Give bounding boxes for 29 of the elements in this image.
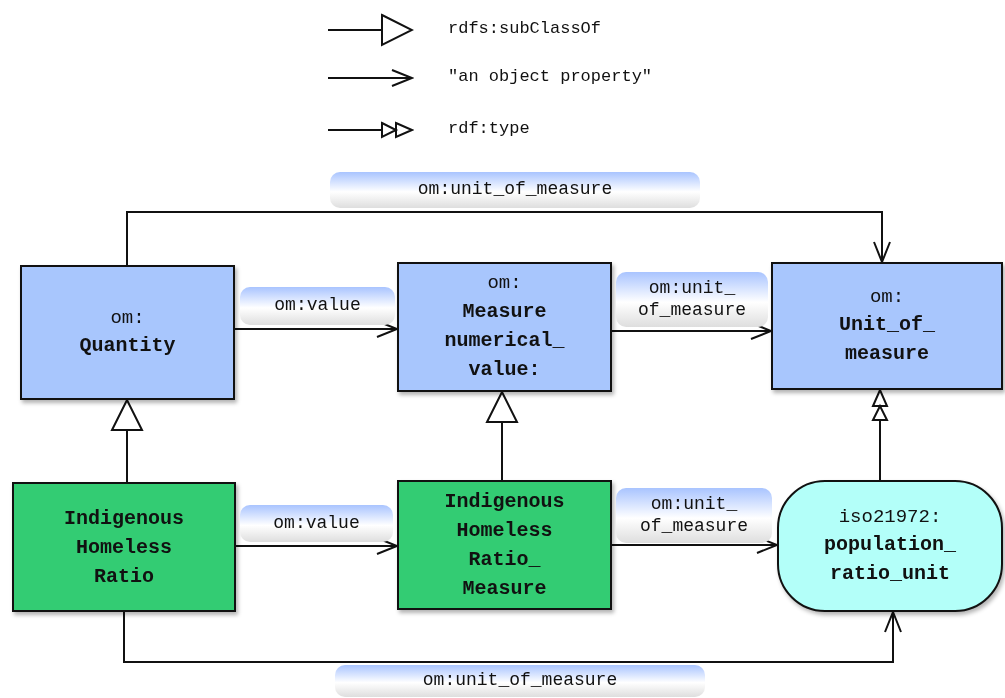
arrow [126, 211, 891, 266]
namespace-prefix: iso21972: [838, 504, 942, 530]
namespace-prefix: om: [110, 305, 145, 331]
class-box [12, 482, 236, 612]
class-box [20, 265, 235, 400]
edge-label: om:value [240, 287, 395, 325]
class-name: Measure numerical_ value: [443, 298, 566, 383]
legend-text: rdfs:subClassOf [448, 19, 602, 38]
legend-text: rdf:type [448, 119, 530, 138]
class-name: Indigenous Homeless Ratio_ Measure [443, 489, 566, 602]
namespace-prefix: om: [869, 284, 905, 310]
arrow [111, 399, 143, 483]
unit-rounded-box [777, 480, 1003, 612]
legend-text: "an object property" [448, 67, 653, 86]
edge-label: om:unit_of_measure [330, 172, 700, 208]
class-box [397, 262, 612, 392]
class-name: Quantity [79, 333, 176, 360]
arrow [486, 391, 518, 481]
edge-label: om:value [240, 505, 393, 542]
edge-label: om:unit_ of_measure [616, 488, 772, 543]
class-box [771, 262, 1003, 390]
class-name: population_ ratio_unit [823, 532, 957, 588]
class-name: Unit_of_ measure [838, 312, 936, 368]
edge-label: om:unit_ of_measure [616, 272, 768, 327]
arrow [123, 611, 902, 663]
edge-label: om:unit_of_measure [335, 665, 705, 697]
namespace-prefix: om: [487, 271, 522, 297]
class-box [397, 480, 612, 610]
class-name: Indigenous Homeless Ratio [63, 505, 185, 590]
